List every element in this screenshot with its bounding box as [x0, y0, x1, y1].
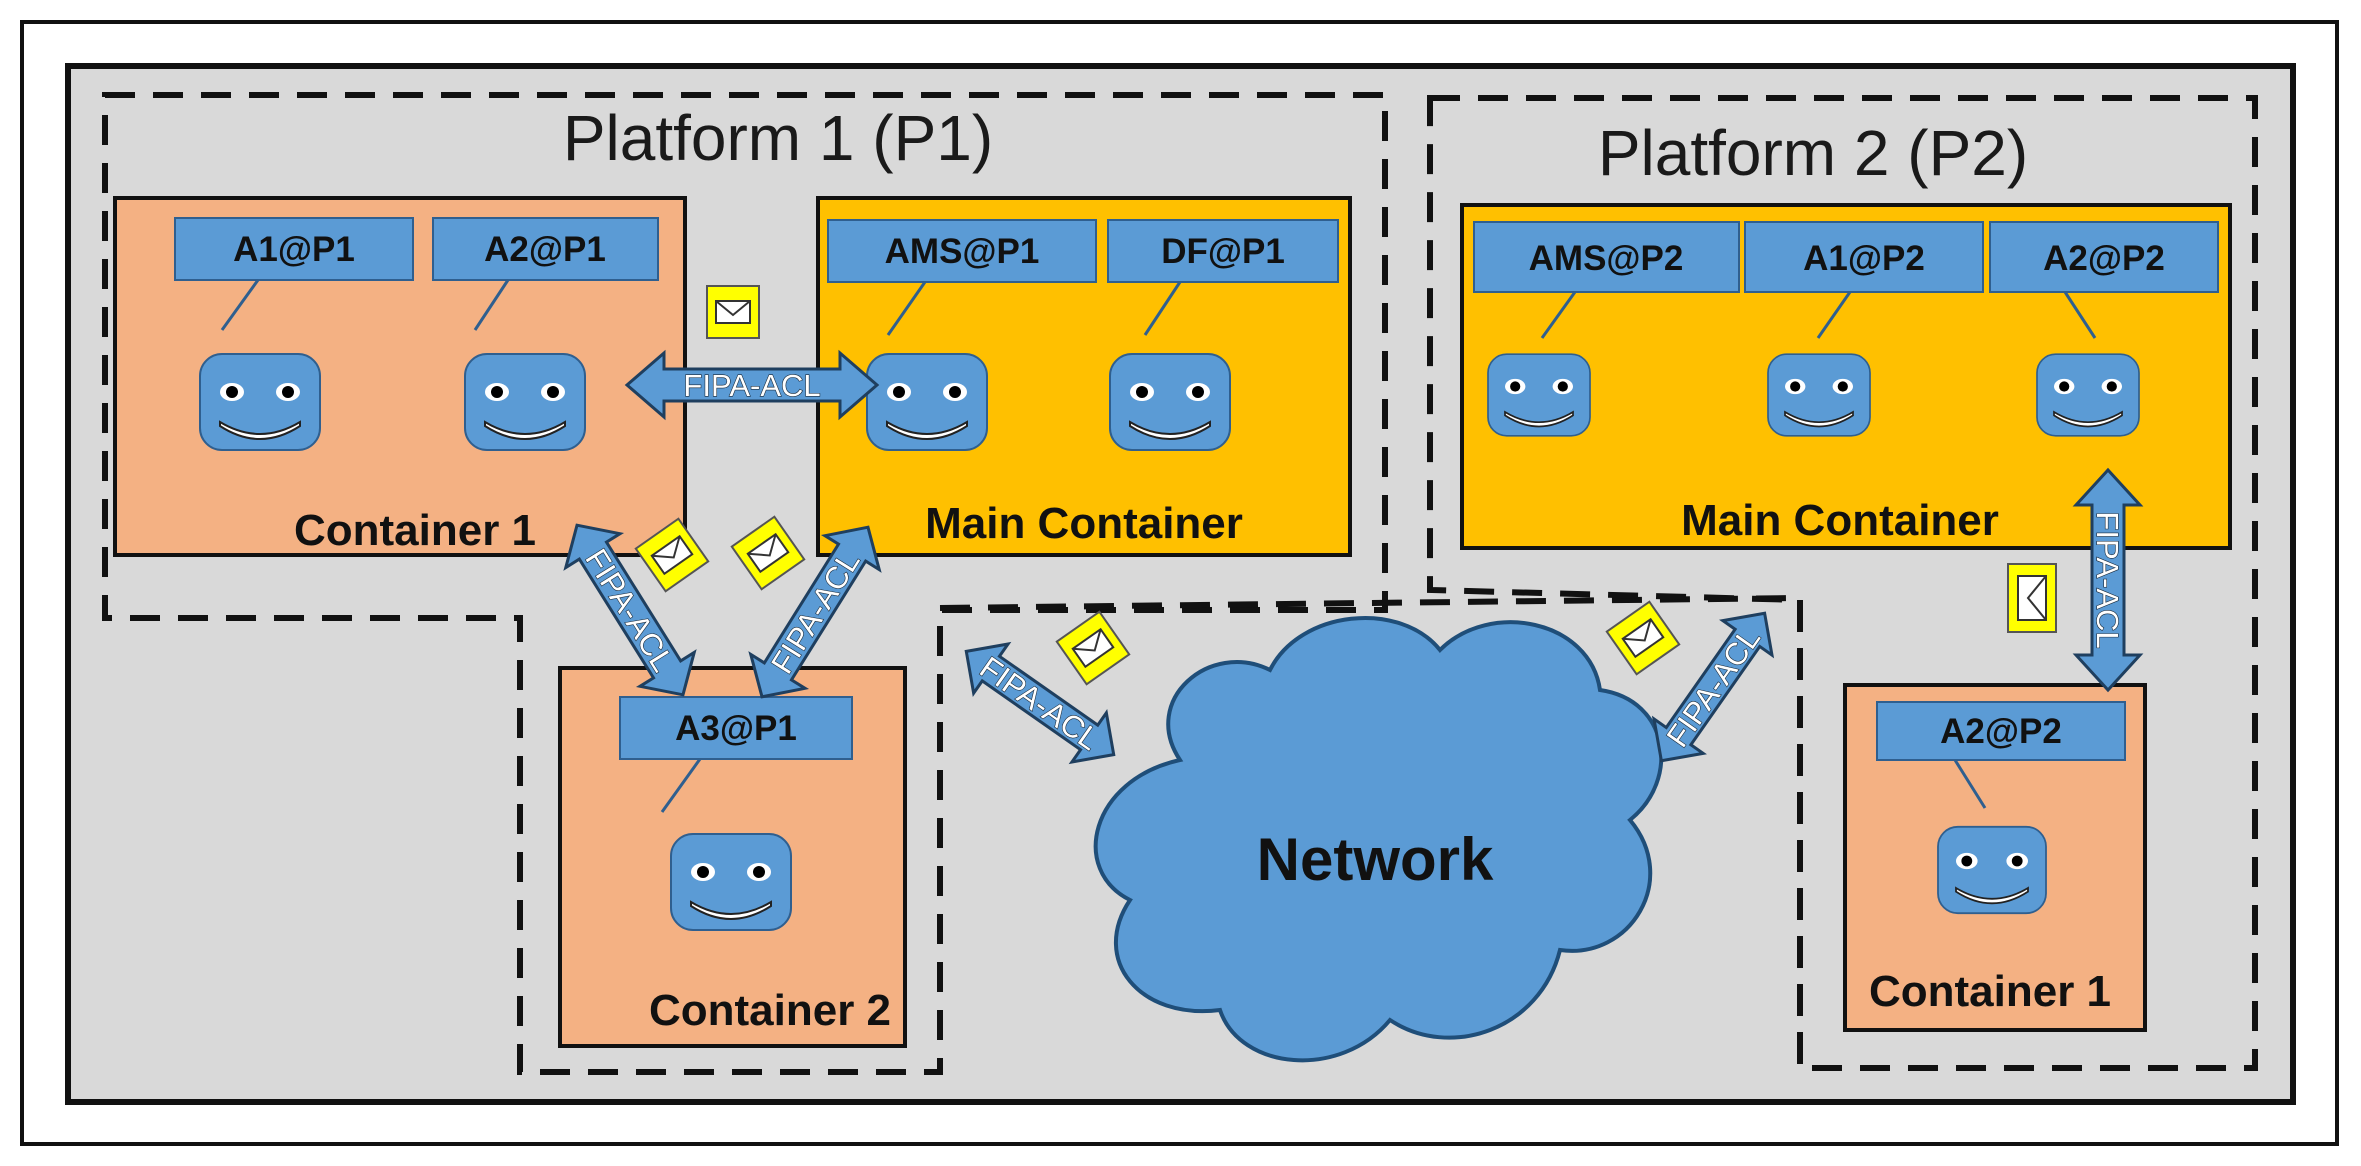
p1-main-container: AMS@P1 DF@P1 Main Container [816, 196, 1352, 557]
agent-label: A2@P2 [2043, 239, 2165, 278]
agent-label: A1@P1 [233, 230, 355, 269]
agent-tag-a3-p1 [619, 696, 853, 760]
agent-a3-p1-icon [670, 833, 792, 931]
p1-container-1: A1@P1 A2@P1 Container 1 [113, 196, 687, 557]
agent-a2-p2-c1-icon [1937, 825, 2047, 915]
platform-2-boundary [1427, 95, 2258, 1071]
p2-main-container: AMS@P2 A1@P2 A2@P2 Main Container [1460, 203, 2232, 550]
container-label: Container 1 [1869, 967, 2111, 1016]
fipa-acl-label: FIPA-ACL [683, 368, 820, 403]
fipa-acl-label: FIPA-ACL [2090, 511, 2125, 648]
platform-2-title: Platform 2 (P2) [1598, 117, 2028, 189]
container-label: Main Container [1681, 496, 1999, 545]
container-label: Container 1 [294, 506, 536, 555]
agent-label: DF@P1 [1161, 232, 1285, 271]
platform-1-boundary [102, 92, 1388, 1075]
fipa-arrow-c1-main: FIPA-ACL [624, 349, 880, 421]
agent-df-p1-icon [1109, 353, 1231, 451]
agent-tag-ams-p1 [827, 219, 1097, 283]
agent-tag-ams-p2 [1473, 221, 1740, 293]
agent-tag-df-p1 [1107, 219, 1339, 283]
agent-label: AMS@P2 [1529, 239, 1684, 278]
agent-label: A3@P1 [675, 709, 797, 748]
agent-a2-p2-icon [2036, 353, 2140, 437]
p2-container-1: A2@P2 Container 1 [1843, 683, 2147, 1032]
agent-a1-p1-icon [199, 353, 321, 451]
agent-label: A2@P1 [484, 230, 606, 269]
agent-tag-a2-p2-c1 [1876, 701, 2126, 761]
agent-a2-p1-icon [464, 353, 586, 451]
agent-a1-p2-icon [1767, 353, 1871, 437]
fipa-arrow-p2-main-c1: FIPA-ACL [2072, 467, 2144, 693]
p1-container-2: A3@P1 Container 2 [558, 666, 907, 1048]
envelope-icon [706, 285, 760, 339]
agent-tag-a2-p1 [432, 217, 659, 281]
network-label: Network [1257, 826, 1494, 893]
agent-ams-p2-icon [1487, 353, 1591, 437]
agent-tag-a2-p2 [1989, 221, 2219, 293]
agent-label: AMS@P1 [885, 232, 1040, 271]
container-label: Container 2 [649, 986, 891, 1035]
envelope-icon [2007, 563, 2057, 633]
agent-tag-a1-p2 [1744, 221, 1984, 293]
agent-ams-p1-icon [866, 353, 988, 451]
agent-label: A2@P2 [1940, 712, 2062, 751]
container-label: Main Container [925, 499, 1243, 548]
agent-tag-a1-p1 [174, 217, 414, 281]
network-cloud: Network [1093, 615, 1664, 1063]
agent-label: A1@P2 [1803, 239, 1925, 278]
platform-1-title: Platform 1 (P1) [563, 102, 993, 174]
